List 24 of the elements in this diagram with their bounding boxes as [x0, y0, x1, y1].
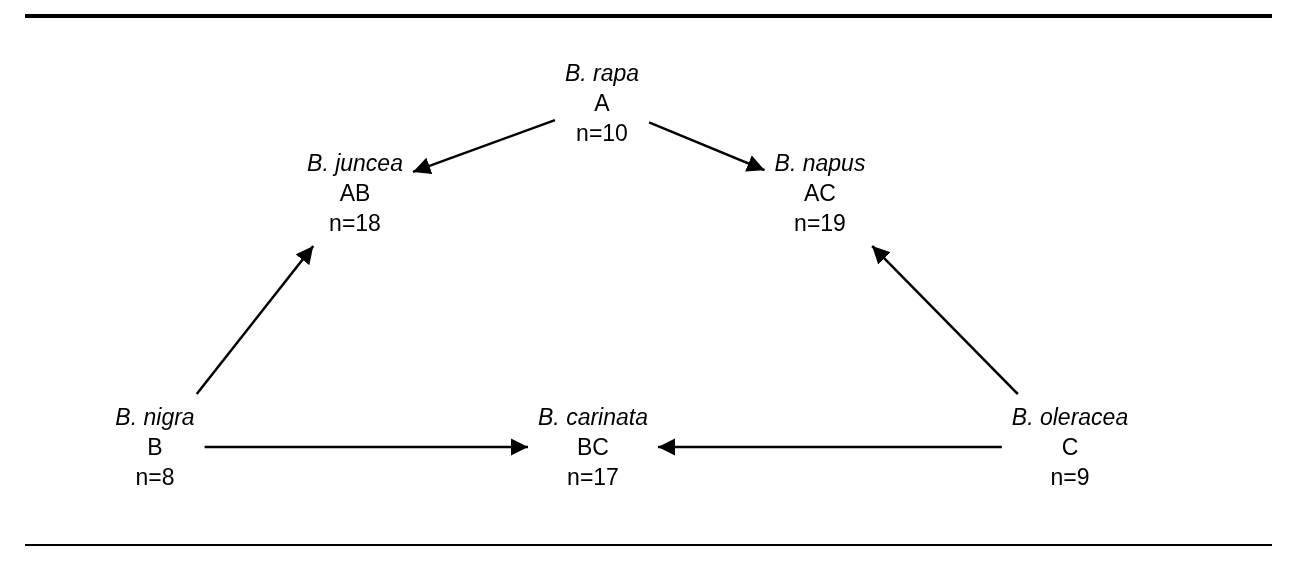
species-name: B. carinata: [538, 403, 648, 432]
genome-label: B: [147, 433, 163, 462]
chromosome-count: n=9: [1050, 463, 1090, 492]
arrow: [195, 245, 315, 395]
species-name: B. rapa: [564, 59, 640, 88]
species-name: B. oleracea: [1011, 403, 1129, 432]
chromosome-count: n=17: [567, 463, 619, 492]
arrow: [648, 121, 766, 172]
chromosome-count: n=19: [794, 209, 846, 238]
arrow: [412, 118, 556, 175]
arrow: [204, 438, 528, 456]
species-name: B. napus: [774, 149, 866, 178]
chromosome-count: n=10: [576, 119, 628, 148]
arrow: [658, 438, 1002, 456]
genome-label: AB: [339, 179, 371, 208]
genome-label: C: [1061, 433, 1079, 462]
chromosome-count: n=8: [135, 463, 175, 492]
genome-label: AC: [804, 179, 836, 208]
species-name: B. juncea: [307, 149, 403, 178]
arrow: [871, 245, 1019, 395]
chromosome-count: n=18: [329, 209, 381, 238]
species-name: B. nigra: [115, 403, 195, 432]
genome-label: BC: [577, 433, 609, 462]
genome-label: A: [594, 89, 610, 118]
